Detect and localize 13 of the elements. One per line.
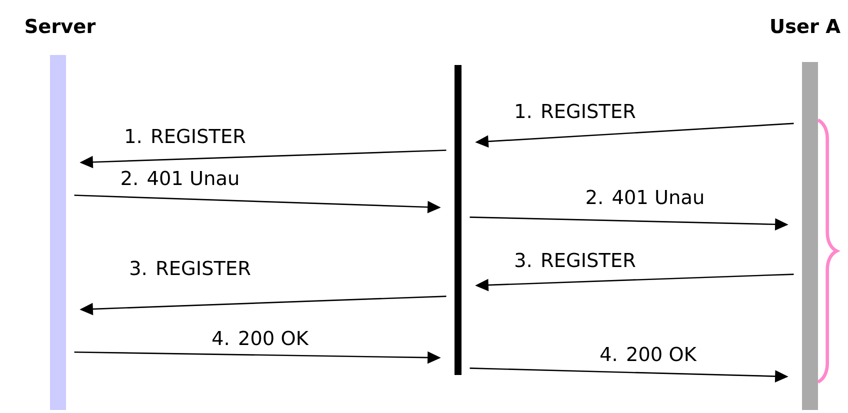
edge-label: 2. 401 Unau [584,188,706,206]
edge-label: 4. 200 OK [210,329,310,347]
edge-label: 3. REGISTER [512,251,638,269]
lifeline: User A [771,19,840,410]
edge-label: 1. REGISTER [512,102,638,120]
edge-label: 2. 401 Unau [119,169,242,187]
edge-label: 4. 200 OK [598,345,698,363]
lifeline: Server [26,18,96,410]
edge-label: 3. REGISTER [128,259,252,277]
node-label: User A [771,19,840,34]
node-label: Server [26,18,96,34]
edge-label: 1. REGISTER [122,127,248,145]
lifeline [454,65,462,375]
